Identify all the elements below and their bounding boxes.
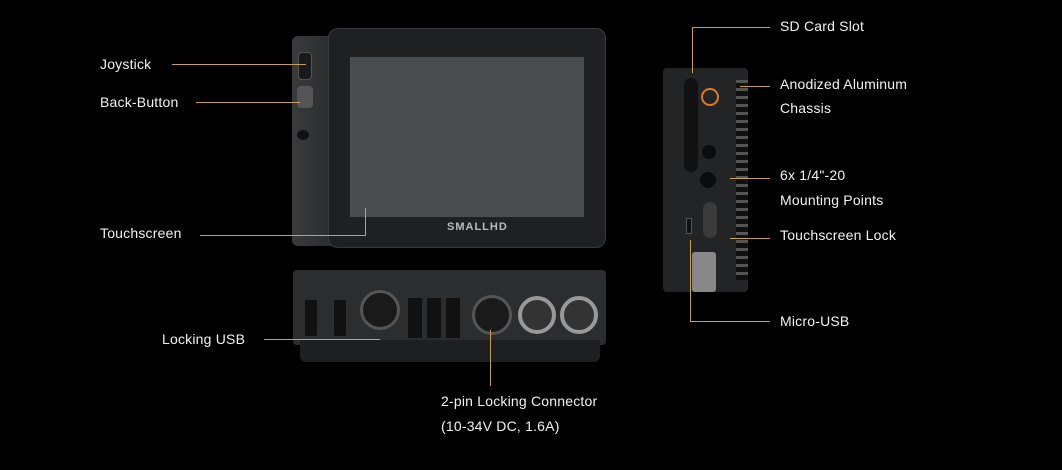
leader-line — [730, 238, 770, 239]
sd-card-slot — [684, 78, 698, 172]
power-connector — [472, 295, 512, 335]
label-touchscreen: Touchscreen — [100, 225, 182, 241]
label-back-button: Back-Button — [100, 94, 179, 110]
label-micro-usb: Micro-USB — [780, 313, 850, 329]
label-chassis: Anodized Aluminum — [780, 76, 908, 92]
leader-line — [730, 178, 770, 179]
label-mounting-2: Mounting Points — [780, 192, 884, 208]
leader-line — [490, 330, 491, 386]
label-mounting: 6x 1/4"-20 — [780, 167, 846, 183]
mounting-point — [700, 172, 716, 188]
leader-line — [200, 235, 366, 236]
leader-line — [692, 27, 770, 28]
touchscreen-lock-switch — [703, 202, 717, 238]
back-button-control — [297, 86, 313, 108]
power-icon — [701, 88, 719, 106]
sdi-connector — [560, 296, 598, 334]
hdmi-port — [334, 300, 346, 336]
micro-usb-port — [686, 218, 692, 234]
monitor-screen — [350, 57, 584, 217]
label-joystick: Joystick — [100, 56, 152, 72]
leader-line — [172, 64, 306, 65]
sdi-connector — [692, 252, 716, 292]
label-sd-card-slot: SD Card Slot — [780, 18, 865, 34]
label-locking-usb: Locking USB — [162, 331, 246, 347]
locking-usb-port — [360, 290, 400, 330]
speaker-grille — [297, 130, 309, 140]
label-touchscreen-lock: Touchscreen Lock — [780, 227, 897, 243]
leader-line — [690, 321, 770, 322]
hdmi-port — [305, 300, 317, 336]
leader-line — [692, 27, 693, 73]
label-2pin-spec: (10-34V DC, 1.6A) — [441, 418, 560, 434]
label-2pin-connector: 2-pin Locking Connector — [441, 393, 598, 409]
joystick-control — [298, 52, 312, 80]
button-cluster — [408, 298, 462, 338]
leader-line — [740, 86, 770, 87]
leader-line — [690, 240, 691, 322]
sdi-connector — [518, 296, 556, 334]
leader-line — [264, 339, 380, 340]
leader-line — [196, 102, 300, 103]
brand-logo: SMALLHD — [447, 221, 508, 233]
leader-line — [365, 208, 366, 236]
label-chassis-2: Chassis — [780, 100, 832, 116]
